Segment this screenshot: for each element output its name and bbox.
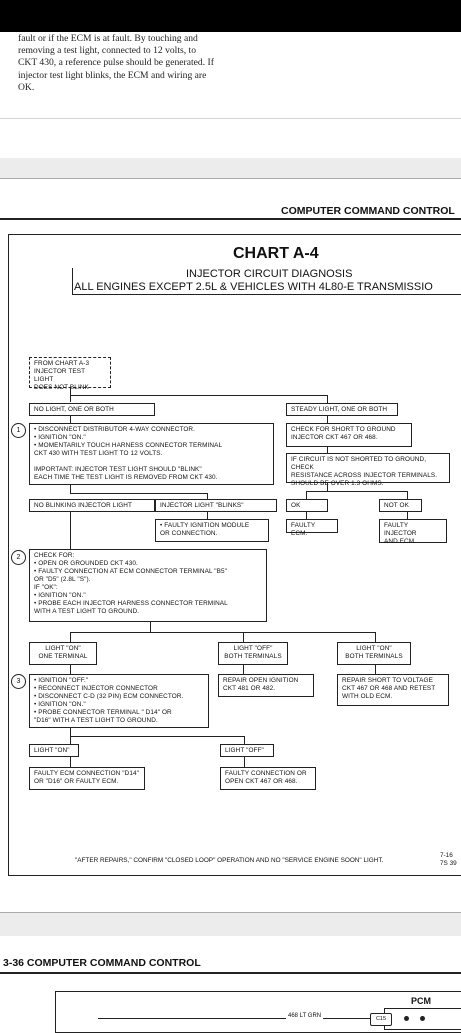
step3-box: • IGNITION "OFF." • RECONNECT INJECTOR C… (29, 674, 209, 728)
flow-line (306, 491, 307, 499)
step-number-1: 1 (11, 423, 26, 438)
flow-line (244, 736, 245, 744)
chart-subtitle-2: ALL ENGINES EXCEPT 2.5L & VEHICLES WITH … (74, 281, 433, 293)
flow-line (375, 665, 376, 674)
flow-line (407, 491, 408, 499)
flow-line (70, 632, 71, 642)
switch-contact (420, 1016, 425, 1021)
divider (0, 178, 461, 179)
repair-open-box: REPAIR OPEN IGNITION CKT 481 OR 482. (218, 674, 314, 697)
light-on-one-box: LIGHT "ON" ONE TERMINAL (29, 642, 97, 665)
faulty-d14-box: FAULTY ECM CONNECTION "D14" OR "D16" OR … (29, 767, 145, 790)
repair-short-box: REPAIR SHORT TO VOLTAGE CKT 467 OR 468 A… (337, 674, 449, 706)
title-bracket (72, 268, 73, 294)
flow-line (70, 632, 376, 633)
flow-line (327, 416, 328, 423)
if-not-shorted-box: IF CIRCUIT IS NOT SHORTED TO GROUND, CHE… (286, 453, 450, 487)
step-number-3: 3 (11, 674, 26, 689)
steady-light-box: STEADY LIGHT, ONE OR BOTH (286, 403, 398, 416)
flow-line (243, 632, 244, 642)
page-header: COMPUTER COMMAND CONTROL (281, 205, 455, 217)
page-gap (0, 158, 461, 178)
step2-box: CHECK FOR: • OPEN OR GROUNDED CKT 430. •… (29, 549, 267, 622)
faulty-ignition-box: • FAULTY IGNITION MODULE OR CONNECTION. (155, 519, 269, 542)
flow-line (327, 395, 328, 403)
light-on-box: LIGHT "ON" (29, 744, 79, 757)
step-number-2: 2 (11, 550, 26, 565)
flow-line (327, 483, 328, 491)
flow-line (150, 622, 151, 632)
flow-line (70, 736, 245, 737)
wire-468 (98, 1018, 370, 1019)
connector-c15: C15 (370, 1013, 392, 1026)
page-number: 7-16 7S 39 (440, 852, 457, 867)
flow-line (70, 395, 328, 396)
pcm-label: PCM (411, 996, 431, 1006)
flow-line (70, 728, 71, 736)
step1-box: • DISCONNECT DISTRIBUTOR 4-WAY CONNECTOR… (29, 423, 274, 485)
no-light-box: NO LIGHT, ONE OR BOTH (29, 403, 155, 416)
flow-line (306, 491, 408, 492)
title-underline (72, 294, 461, 295)
flow-line (70, 485, 71, 493)
top-paragraph: fault or if the ECM is at fault. By touc… (18, 33, 214, 93)
ok-box: OK (286, 499, 328, 512)
flow-line (70, 493, 208, 494)
faulty-injector-box: FAULTY INJECTOR AND ECM. (379, 519, 447, 545)
chart-subtitle: INJECTOR CIRCUIT DIAGNOSIS (186, 268, 353, 280)
bottom-page-header: 3-36 COMPUTER COMMAND CONTROL (3, 957, 201, 969)
check-short-box: CHECK FOR SHORT TO GROUND INJECTOR CKT 4… (286, 423, 412, 447)
from-chart-box: FROM CHART A-3 INJECTOR TEST LIGHT DOES … (29, 357, 111, 391)
top-black-bar (0, 0, 461, 32)
divider (0, 912, 461, 913)
flow-line (244, 757, 245, 767)
faulty-ecm-box: FAULTY ECM. (286, 519, 338, 537)
flow-line (407, 512, 408, 519)
flow-line (375, 632, 376, 642)
flow-line (327, 447, 328, 453)
flow-line (70, 512, 71, 549)
light-off-both-box: LIGHT "OFF" BOTH TERMINALS (218, 642, 288, 665)
chart-title: CHART A-4 (233, 245, 319, 262)
divider (0, 118, 461, 119)
flow-line (306, 512, 307, 519)
header-rule (0, 218, 461, 220)
header-rule (0, 972, 461, 974)
page-gap (0, 912, 461, 936)
flow-line (243, 665, 244, 674)
flow-line (70, 736, 71, 744)
chart-frame (8, 234, 461, 876)
light-on-both-box: LIGHT "ON" BOTH TERMINALS (337, 642, 411, 665)
faulty-open-box: FAULTY CONNECTION OR OPEN CKT 467 OR 468… (220, 767, 316, 790)
flow-line (70, 416, 71, 423)
flow-line (70, 757, 71, 767)
light-off-box: LIGHT "OFF" (220, 744, 274, 757)
flow-line (207, 512, 208, 519)
after-repairs-note: "AFTER REPAIRS," CONFIRM "CLOSED LOOP" O… (75, 857, 384, 864)
flow-line (70, 665, 71, 674)
no-blinking-box: NO BLINKING INJECTOR LIGHT (29, 499, 155, 512)
wire-label: 468 LT GRN (286, 1013, 324, 1019)
not-ok-box: NOT OK (379, 499, 422, 512)
flow-line (207, 493, 208, 499)
switch-contact (404, 1016, 409, 1021)
injector-blinks-box: INJECTOR LIGHT "BLINKS" (155, 499, 277, 512)
